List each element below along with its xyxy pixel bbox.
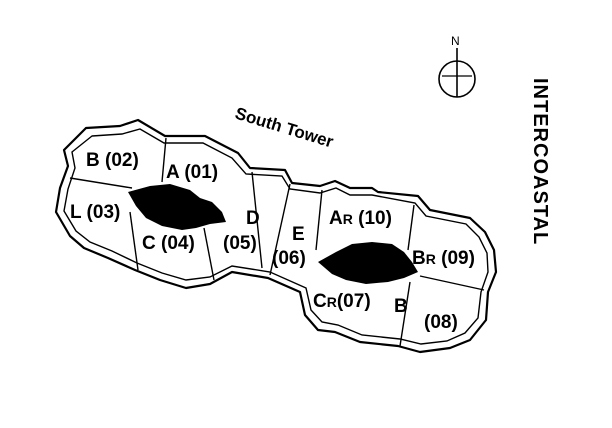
- unit-e06-number: (06): [272, 248, 306, 269]
- north-compass-icon: N: [438, 34, 476, 98]
- unit-a01-label: A (01): [166, 162, 218, 183]
- unit-br09-label: BR (09): [412, 248, 475, 269]
- right-core: [318, 242, 418, 284]
- tower-outline: [54, 118, 498, 354]
- north-label: N: [451, 34, 460, 48]
- left-core: [128, 184, 226, 230]
- unit-l03-label: L (03): [70, 202, 120, 223]
- tower-label: South Tower: [233, 104, 336, 152]
- unit-c04-label: C (04): [142, 233, 195, 254]
- unit-b08-number: (08): [424, 312, 458, 333]
- unit-d05-letter: D: [246, 208, 260, 229]
- unit-d05-number: (05): [223, 233, 257, 254]
- unit-ar10-label: AR (10): [329, 208, 392, 229]
- unit-e06-letter: E: [292, 224, 305, 245]
- unit-b08-letter: B: [394, 296, 408, 317]
- waterway-label: INTERCOASTAL: [529, 78, 551, 245]
- unit-cr07-label: CR(07): [313, 291, 371, 312]
- unit-b02-label: B (02): [86, 150, 139, 171]
